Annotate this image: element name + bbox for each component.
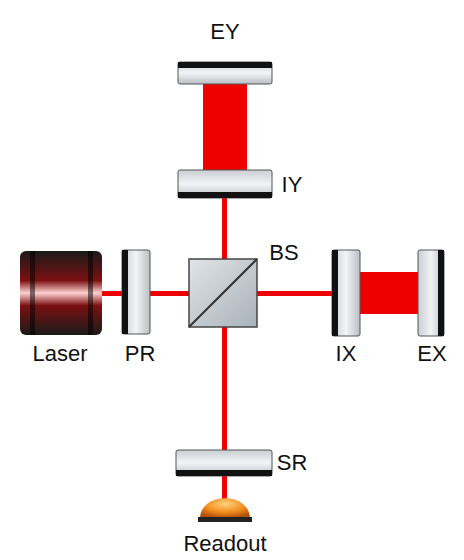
signal-recycling-mirror <box>176 450 272 476</box>
beam <box>148 291 190 296</box>
mirror-label: SR <box>277 452 308 474</box>
mirror-label: EX <box>417 343 446 365</box>
input-mirror-x <box>332 250 360 336</box>
mirror-label: IY <box>282 174 303 196</box>
beam <box>222 326 227 452</box>
mirror-label: EY <box>210 21 239 43</box>
laser-beam <box>100 84 418 502</box>
detector-label: Readout <box>183 533 266 555</box>
beam <box>100 291 124 296</box>
end-mirror-y <box>178 62 272 84</box>
arm-cavity-beam <box>203 84 247 172</box>
mirror-label: PR <box>125 343 156 365</box>
laser-label: Laser <box>32 343 87 365</box>
mirror-label: IX <box>336 343 357 365</box>
power-recycling-mirror <box>122 250 150 334</box>
laser-source <box>20 251 102 335</box>
arm-cavity-beam <box>360 272 418 314</box>
photodetector <box>198 498 252 522</box>
beam <box>256 291 334 296</box>
beam-splitter <box>189 259 257 327</box>
input-mirror-y <box>178 170 272 198</box>
beamsplitter-label: BS <box>269 242 298 264</box>
end-mirror-x <box>418 250 444 336</box>
beam <box>222 196 227 260</box>
beam <box>222 474 227 502</box>
